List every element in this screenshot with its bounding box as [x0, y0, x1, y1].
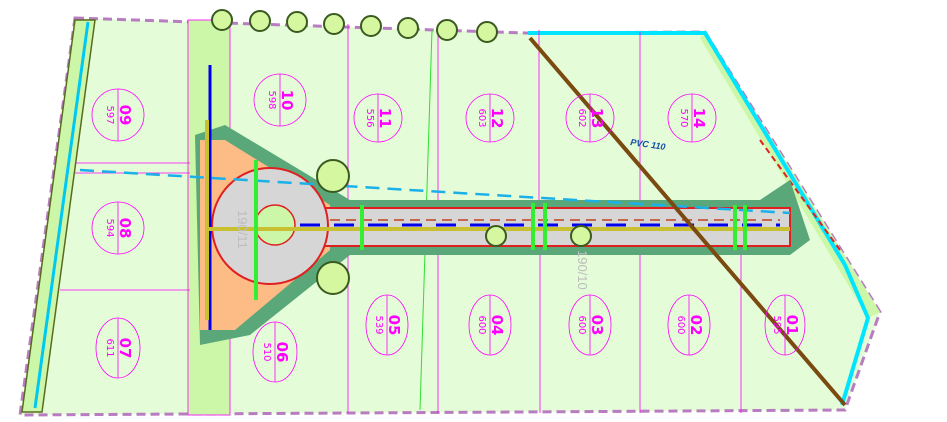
roundabout-island	[254, 204, 296, 246]
lot-number: 05	[385, 315, 403, 336]
lot-number: 06	[273, 342, 291, 363]
lot-area: 539	[373, 315, 384, 334]
lot-area: 595	[771, 315, 782, 334]
lot-number: 03	[588, 315, 606, 336]
lot-number: 11	[376, 108, 394, 129]
gas-pipe	[528, 36, 847, 407]
lot-area: 598	[266, 90, 277, 109]
lot-area: 510	[261, 342, 272, 361]
parcel-ref-2: 190/10	[575, 250, 590, 290]
lot-number: 09	[116, 105, 134, 126]
lot-number: 08	[116, 218, 134, 239]
lot-area: 570	[678, 108, 689, 127]
parcel-ref-1: 190/11	[235, 210, 250, 249]
lot-number: 13	[588, 108, 606, 129]
lot-labels: 0159502600036000460005539065100761108594…	[91, 73, 806, 383]
lot-number: 10	[278, 90, 296, 111]
lot-area: 602	[576, 108, 587, 127]
lot-area: 603	[476, 108, 487, 127]
water-main	[528, 31, 871, 406]
lot-number: 14	[690, 108, 708, 129]
lot-area: 611	[104, 338, 115, 357]
lot-area: 600	[675, 315, 686, 334]
pipe-label: PVC 110	[630, 137, 666, 152]
lot-area: 556	[364, 108, 375, 127]
lot-number: 04	[488, 315, 506, 336]
left-green-strip	[21, 19, 96, 413]
left-water-line	[33, 21, 90, 409]
lot-number: 07	[116, 338, 134, 359]
green-crossings	[254, 160, 747, 300]
lot-number: 12	[488, 108, 506, 129]
lot-area: 600	[476, 315, 487, 334]
lot-area: 597	[104, 105, 115, 124]
lot-area: 600	[576, 315, 587, 334]
lot-number: 02	[687, 315, 705, 336]
utility-dashed-right	[759, 139, 841, 251]
light-blue-dashed-pipe	[79, 168, 791, 215]
trees	[211, 9, 592, 295]
lot-area: 594	[104, 218, 115, 237]
lot-number: 01	[783, 315, 801, 336]
